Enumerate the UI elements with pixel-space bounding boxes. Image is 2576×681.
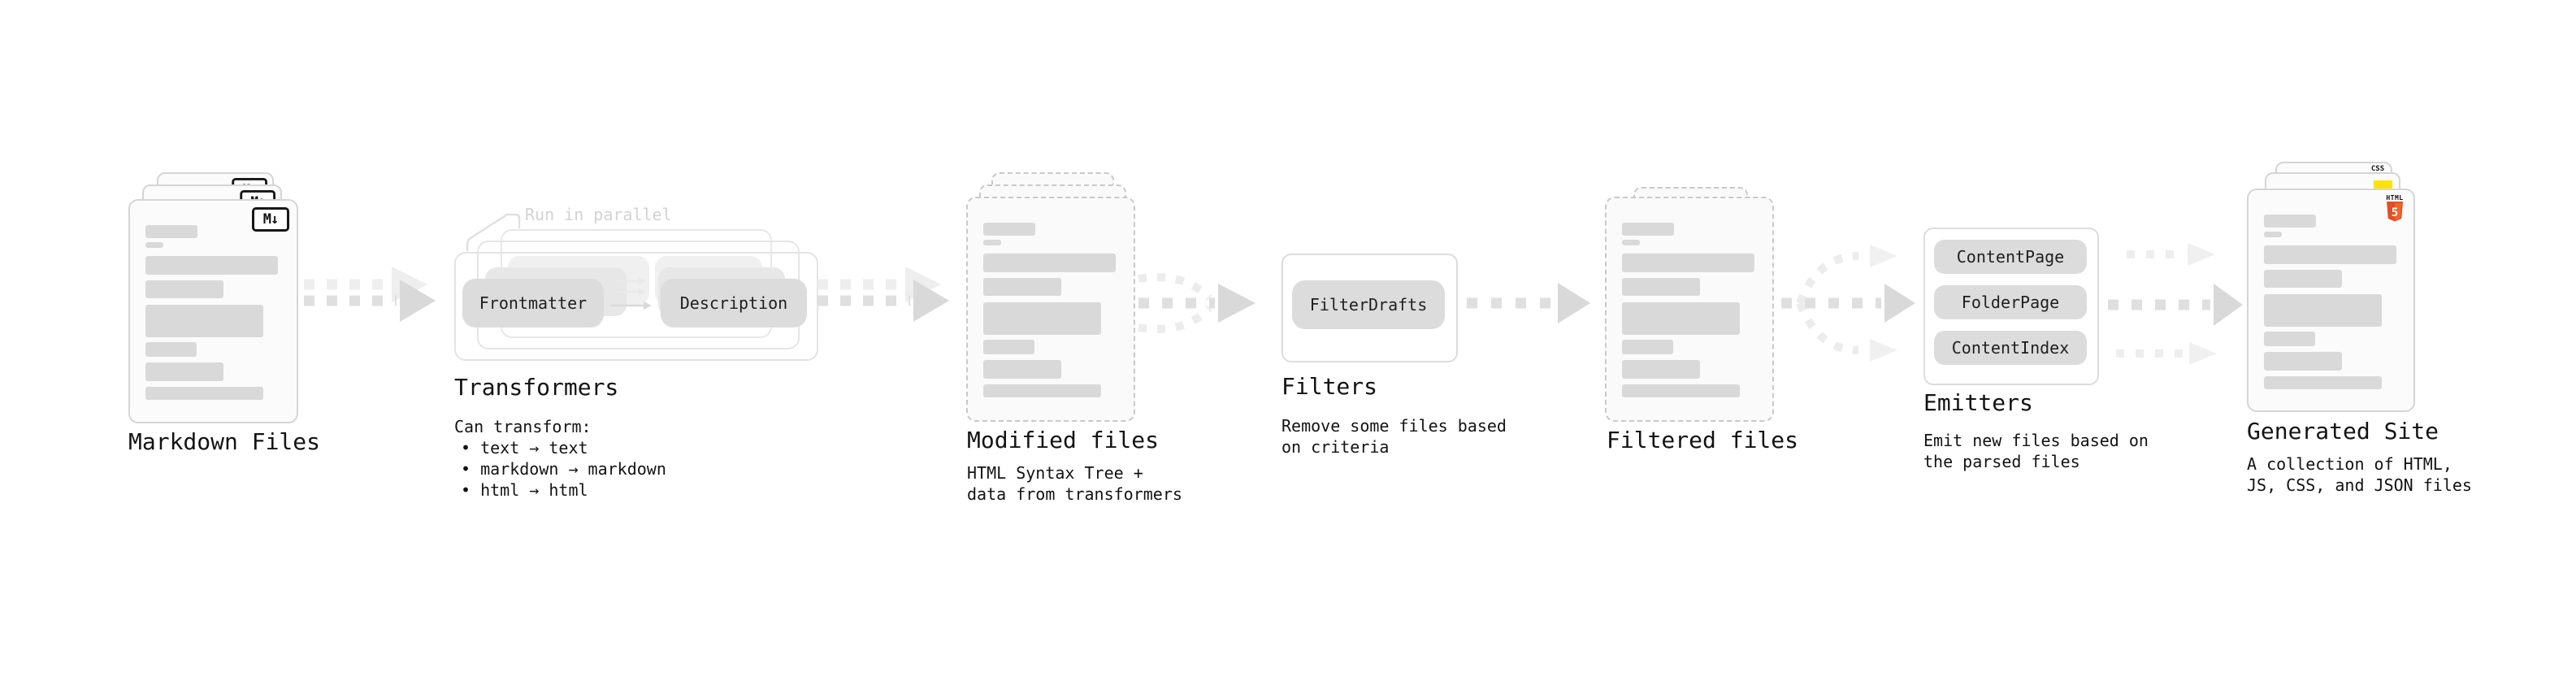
html5-icon: HTML 5 xyxy=(2384,194,2405,226)
content-index-box: ContentIndex xyxy=(1934,331,2087,365)
transformers-bullet: • html → html xyxy=(461,480,588,500)
svg-text:5: 5 xyxy=(2392,206,2398,219)
markdown-files-title: Markdown Files xyxy=(128,428,321,455)
description-box: Description xyxy=(661,279,807,327)
emitters-title: Emitters xyxy=(1923,389,2033,416)
modified-caption-line: data from transformers xyxy=(967,484,1182,504)
emitters-caption-line: Emit new files based on xyxy=(1923,431,2149,450)
filters-caption: Remove some files based on criteria xyxy=(1281,415,1507,458)
modified-document xyxy=(966,197,1135,422)
generated-caption-line: JS, CSS, and JSON files xyxy=(2247,475,2472,495)
emitters-caption-line: the parsed files xyxy=(1923,452,2080,471)
parallel-arrows-icon xyxy=(611,277,652,310)
modified-files-caption: HTML Syntax Tree + data from transformer… xyxy=(967,462,1182,505)
dashed-arrow-transformers-to-modified xyxy=(817,267,949,322)
filters-caption-line: on criteria xyxy=(1281,437,1390,457)
callout-line xyxy=(466,213,521,252)
generated-caption-line: A collection of HTML, xyxy=(2247,454,2452,474)
diverging-dashed-arrow xyxy=(1781,245,1915,362)
filters-caption-line: Remove some files based xyxy=(1281,416,1507,436)
transformers-caption: Can transform: • text → text • markdown … xyxy=(454,416,666,501)
dashed-arrow-filters-to-filtered xyxy=(1467,283,1590,323)
emitters-caption: Emit new files based on the parsed files xyxy=(1923,430,2149,472)
run-in-parallel-note: Run in parallel xyxy=(525,205,672,224)
filter-drafts-box: FilterDrafts xyxy=(1292,280,1445,329)
filters-title: Filters xyxy=(1281,373,1378,400)
dashed-arrow-markdown-to-transformers xyxy=(304,267,436,322)
transformers-container-front xyxy=(454,252,818,361)
frontmatter-box: Frontmatter xyxy=(462,279,604,327)
content-page-box: ContentPage xyxy=(1934,240,2087,274)
transformers-title: Transformers xyxy=(454,374,619,401)
transformers-caption-line: Can transform: xyxy=(454,417,592,436)
converging-dashed-arrow xyxy=(1138,273,1255,333)
triple-dashed-arrow xyxy=(2108,243,2243,365)
generated-site-title: Generated Site xyxy=(2247,418,2439,445)
generated-site-caption: A collection of HTML, JS, CSS, and JSON … xyxy=(2247,453,2472,496)
html5-icon-label: HTML xyxy=(2386,194,2404,202)
transformers-bullet: • markdown → markdown xyxy=(461,459,666,479)
filtered-files-title: Filtered files xyxy=(1607,427,1799,453)
js-icon xyxy=(2374,180,2392,189)
filters-container xyxy=(1281,254,1458,362)
emitters-container xyxy=(1923,228,2099,385)
markdown-icon: M↓ xyxy=(252,207,289,232)
markdown-document: M↓ xyxy=(128,199,298,423)
transformers-bullet: • text → text xyxy=(461,438,588,458)
filtered-document xyxy=(1605,197,1774,422)
modified-files-title: Modified files xyxy=(967,427,1160,453)
css-icon-label: CSS xyxy=(2370,165,2385,173)
modified-caption-line: HTML Syntax Tree + xyxy=(967,463,1143,483)
folder-page-box: FolderPage xyxy=(1934,285,2087,319)
generated-document: HTML 5 xyxy=(2247,189,2415,412)
